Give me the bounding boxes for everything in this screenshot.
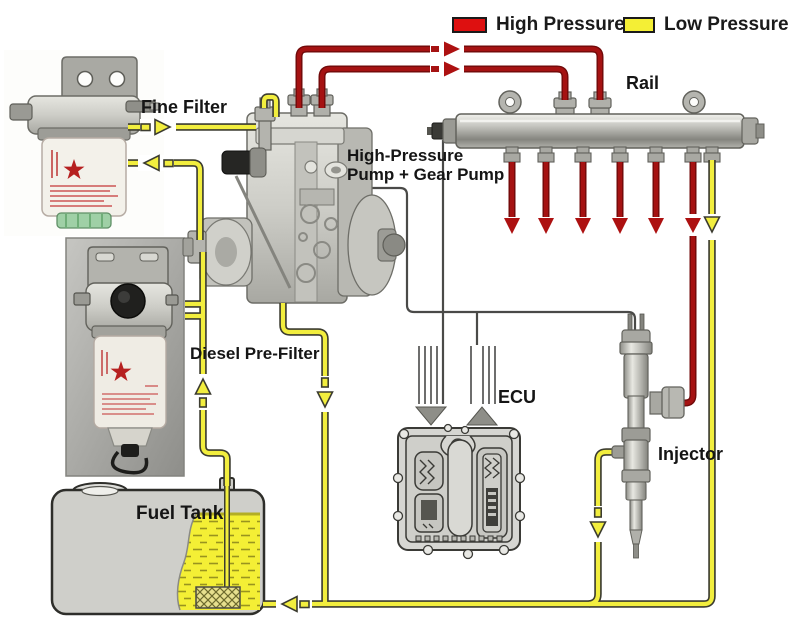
ecu-output-arrow <box>465 406 499 426</box>
ecu-signal-wires <box>372 140 637 404</box>
rail-label: Rail <box>626 73 660 93</box>
high-pressure-pump-photo <box>182 88 406 304</box>
rail-photo <box>427 90 765 163</box>
fuel-tank-illustration <box>50 477 266 616</box>
legend: High Pressure Low Pressure <box>0 11 800 41</box>
low-pressure-arrows <box>138 118 721 613</box>
legend-item-high-pressure: High Pressure <box>452 11 625 39</box>
low-pressure-lines <box>128 93 716 608</box>
hp-pump-label-line2: Pump + Gear Pump <box>347 165 505 184</box>
high-pressure-arrows <box>430 41 701 234</box>
injector-label: Injector <box>658 444 724 464</box>
low-pressure-swatch <box>623 17 655 33</box>
diesel-pre-filter-label: Diesel Pre-Filter <box>190 344 320 363</box>
legend-label-high-pressure: High Pressure <box>496 14 625 35</box>
ecu-illustration <box>392 423 526 560</box>
fine-filter-photo <box>4 50 164 236</box>
fuel-tank-label: Fuel Tank <box>136 503 224 524</box>
legend-item-low-pressure: Low Pressure <box>623 11 789 39</box>
ecu-input-arrow <box>414 406 448 426</box>
diesel-pre-filter-photo <box>65 237 185 477</box>
high-pressure-swatch <box>452 17 487 33</box>
hp-pump-label-line1: High-Pressure <box>347 146 464 165</box>
injector-photo <box>611 313 685 559</box>
ecu-label: ECU <box>498 387 537 407</box>
legend-label-low-pressure: Low Pressure <box>664 14 789 35</box>
fine-filter-label: Fine Filter <box>141 97 228 117</box>
